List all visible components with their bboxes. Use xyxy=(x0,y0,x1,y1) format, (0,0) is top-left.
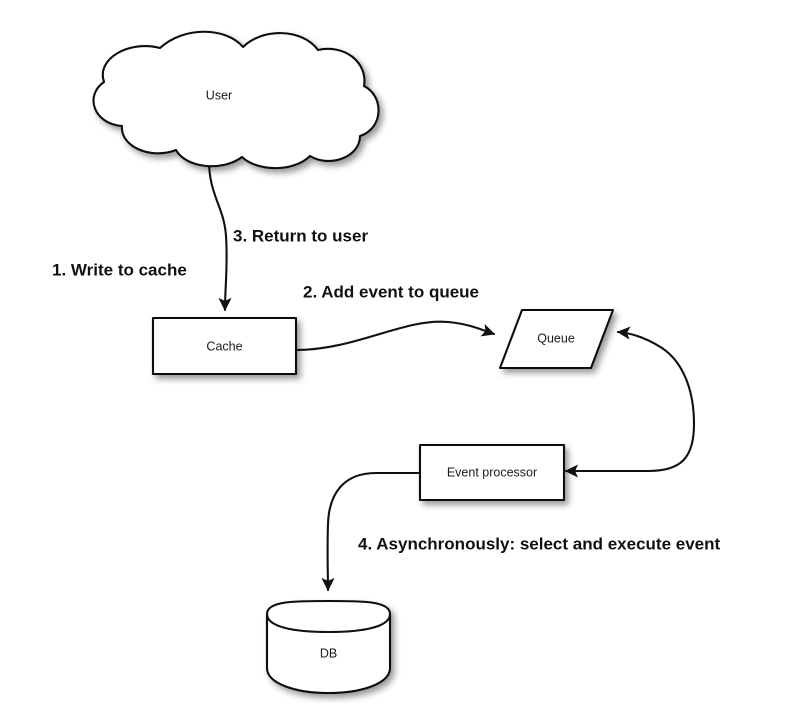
event-processor-shape xyxy=(418,443,566,502)
node-db-label: DB xyxy=(320,646,337,660)
cache-shape xyxy=(151,316,298,376)
node-cache-label: Cache xyxy=(206,339,242,353)
cloud-shape xyxy=(92,30,380,170)
node-queue-label: Queue xyxy=(537,331,575,345)
node-queue[interactable]: Queue xyxy=(498,308,615,370)
node-event-processor[interactable]: Event processor xyxy=(418,443,566,502)
node-event-processor-label: Event processor xyxy=(447,465,537,479)
step-label-1: 1. Write to cache xyxy=(52,260,187,279)
edge-user-to-cache xyxy=(207,158,232,312)
node-cache[interactable]: Cache xyxy=(151,316,298,376)
step-label-2: 2. Add event to queue xyxy=(303,282,479,301)
cylinder-top-ellipse xyxy=(265,612,392,634)
step-label-4: 4. Asynchronously: select and execute ev… xyxy=(358,534,721,553)
node-db[interactable]: DB xyxy=(265,599,392,695)
edge-queue-processor-loop xyxy=(564,326,696,478)
edge-cache-to-queue xyxy=(294,320,496,352)
node-user[interactable]: User xyxy=(92,30,380,170)
parallelogram-shape xyxy=(498,308,615,370)
edge-processor-to-db xyxy=(321,471,421,592)
node-user-label: User xyxy=(206,88,232,102)
step-label-3: 3. Return to user xyxy=(233,226,368,245)
cylinder-shape xyxy=(265,599,392,695)
